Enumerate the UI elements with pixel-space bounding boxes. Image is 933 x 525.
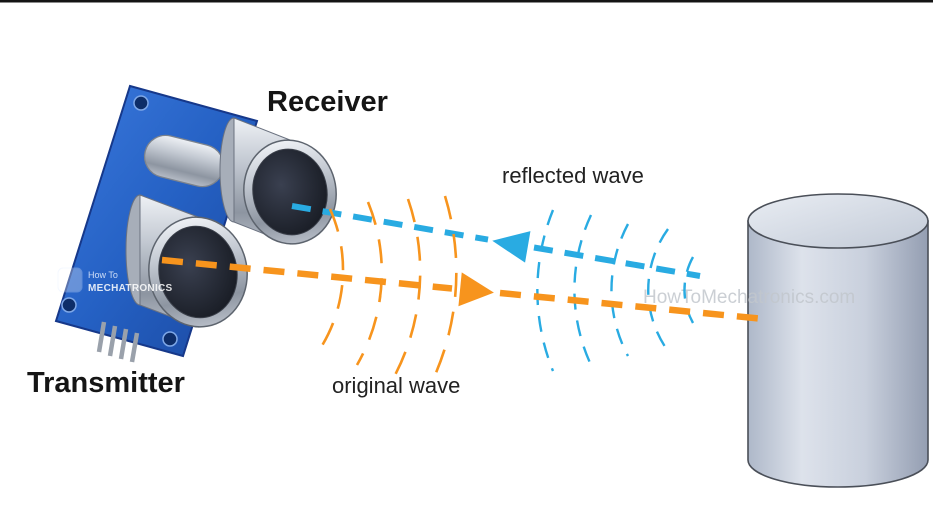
cylinder-top	[747, 193, 929, 249]
target-cylinder	[747, 193, 929, 488]
reflected-wavefront-arcs	[536, 209, 695, 372]
mounting-hole-top-left	[133, 95, 149, 111]
reflected-wave-arrow	[492, 231, 531, 263]
reflected-wave-beam	[291, 203, 701, 279]
mounting-hole-bottom-left	[61, 297, 77, 313]
logo-line2: MECHATRONICS	[88, 283, 173, 294]
watermark-text: HowToMechatronics.com	[643, 287, 855, 308]
logo-line1: How To	[88, 270, 118, 280]
logo-icon	[57, 267, 83, 293]
reflected-wave-group	[291, 203, 701, 372]
original-wave-arrow	[458, 272, 494, 307]
ultrasonic-sensor: How To MECHATRONICS	[54, 84, 337, 363]
receiver-face	[252, 148, 328, 236]
receiver-transducer	[219, 117, 337, 245]
label-original-wave: original wave	[332, 373, 460, 398]
board-logo: How To MECHATRONICS	[57, 267, 173, 294]
cylinder-body	[747, 220, 929, 488]
original-wave-group	[161, 195, 765, 387]
label-reflected-wave: reflected wave	[502, 163, 644, 188]
top-border	[0, 0, 933, 3]
header-pins	[96, 321, 140, 363]
mounting-hole-bottom-right	[162, 331, 178, 347]
label-transmitter: Transmitter	[27, 367, 185, 399]
original-wave-beam	[161, 256, 765, 323]
label-receiver: Receiver	[267, 86, 388, 118]
